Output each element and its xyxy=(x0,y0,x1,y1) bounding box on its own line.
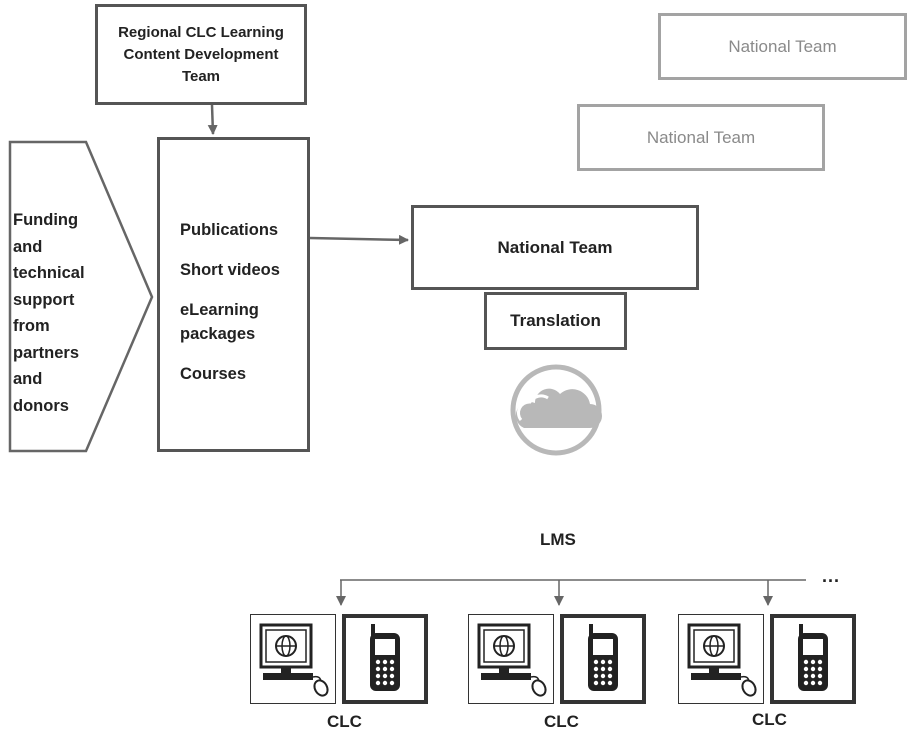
regional-team-box: Regional CLC Learning Content Developmen… xyxy=(95,4,307,105)
national-team-label: National Team xyxy=(497,237,613,257)
funding-line: and xyxy=(13,370,43,388)
computer-icon xyxy=(678,614,764,704)
funding-line: Funding xyxy=(13,211,79,229)
clc-label: CLC xyxy=(752,710,787,729)
funding-line: partners xyxy=(13,343,80,362)
funding-line: and xyxy=(13,237,43,256)
cloud-icon xyxy=(510,364,602,456)
national-team-label: National Team xyxy=(728,36,837,56)
national-team-box-main: National Team xyxy=(411,205,699,290)
content-item-publications: Publications xyxy=(180,221,279,239)
translation-label: Translation xyxy=(510,311,601,330)
content-item-elearning: eLearning packages xyxy=(180,301,259,343)
translation-box: Translation xyxy=(484,292,627,350)
computer-icon xyxy=(250,614,336,704)
funding-line: technical xyxy=(13,264,85,282)
funding-line: donors xyxy=(13,396,69,415)
funding-line: from xyxy=(13,317,50,335)
funding-line: support xyxy=(13,290,75,309)
lms-ellipsis: ... xyxy=(822,566,841,586)
national-team-box-middle: National Team xyxy=(577,104,825,171)
national-team-label: National Team xyxy=(646,127,756,147)
content-item-short-videos: Short videos xyxy=(180,261,280,279)
national-team-box-back: National Team xyxy=(658,13,907,80)
arrow-content-to-national xyxy=(309,234,409,245)
regional-team-label: Regional CLC Learning Content Developmen… xyxy=(118,23,284,85)
funding-chevron xyxy=(8,140,154,453)
mobile-phone-icon xyxy=(560,614,646,704)
arrow-regional-to-content xyxy=(207,104,218,135)
content-item-courses: Courses xyxy=(180,365,247,383)
lms-label: LMS xyxy=(540,530,576,549)
mobile-phone-icon xyxy=(770,614,856,704)
clc-label: CLC xyxy=(544,712,579,731)
content-types-box: Publications Short videos eLearning pack… xyxy=(157,137,310,452)
funding-label: Funding and technical support from partn… xyxy=(13,207,85,419)
computer-icon xyxy=(468,614,554,704)
clc-label: CLC xyxy=(327,712,362,731)
mobile-phone-icon xyxy=(342,614,428,704)
content-types-list: Publications Short videos eLearning pack… xyxy=(180,218,280,402)
